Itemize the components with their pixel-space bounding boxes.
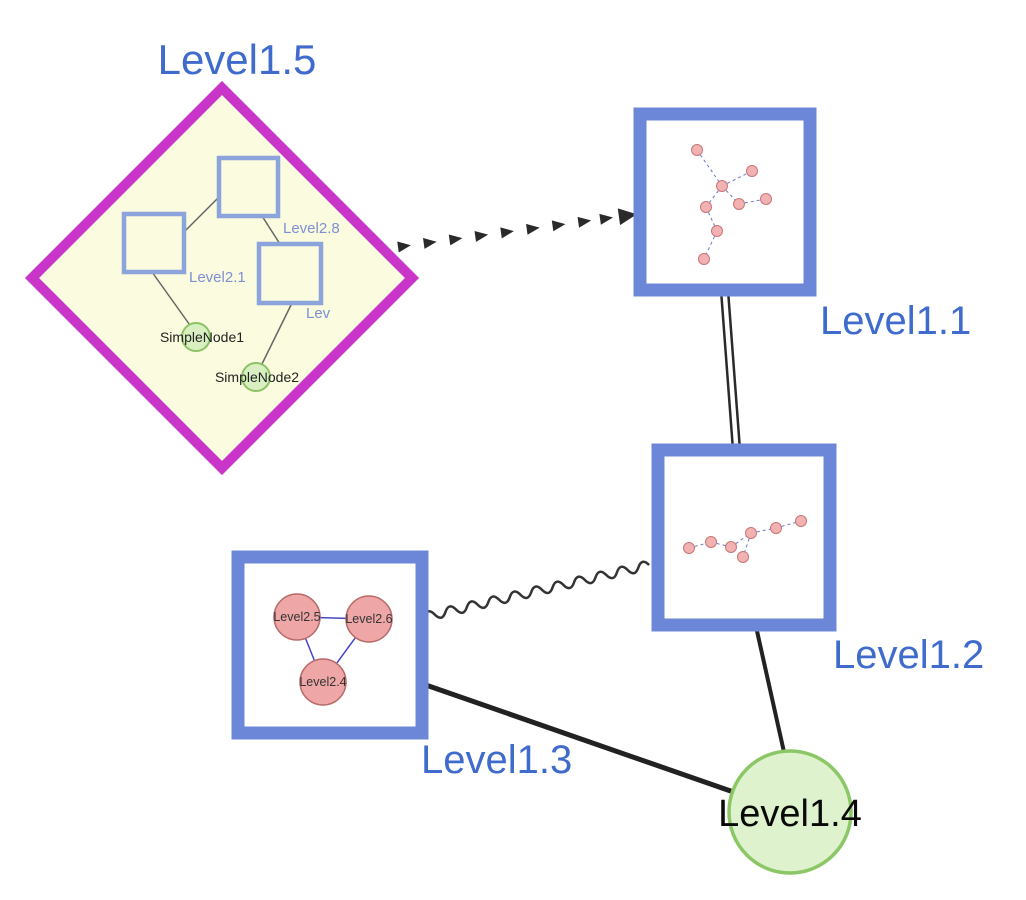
graph-node[interactable] (716, 180, 728, 192)
inner-edge[interactable] (151, 271, 193, 329)
node-level2-6[interactable] (345, 595, 393, 643)
group-node-level1-2[interactable] (651, 443, 837, 632)
graph-node[interactable] (737, 551, 749, 563)
node-level2-4[interactable] (299, 658, 347, 706)
circle-shape[interactable] (727, 749, 853, 875)
label-level2-8: Level2.8 (283, 220, 340, 237)
label-level1-2: Level1.2 (833, 633, 984, 677)
label-level1-4: Level1.4 (718, 793, 862, 835)
node-simplenode2[interactable] (241, 362, 271, 392)
node-level2-5[interactable] (273, 593, 321, 641)
edge-line (719, 289, 735, 451)
arrow-dash-icon (474, 230, 489, 242)
label-level1-5: Level1.5 (158, 36, 317, 83)
edge-level1-3-to-level1-4[interactable] (422, 681, 746, 799)
graph-node[interactable] (725, 541, 737, 553)
inner-edge[interactable] (261, 215, 281, 245)
graph-edge[interactable] (705, 206, 718, 232)
arrow-dash-icon (397, 241, 411, 253)
label-level2-5: Level2.5 (273, 610, 320, 624)
edge-level1-5-to-level1-1[interactable] (397, 206, 638, 256)
inner-edge[interactable] (259, 302, 293, 369)
group-border[interactable] (231, 550, 429, 740)
edge-line (726, 289, 742, 451)
arrow-dash-icon (551, 220, 566, 232)
graph-node[interactable] (760, 193, 772, 205)
node-level1-4[interactable]: Level1.4 (718, 749, 862, 875)
subgraph-level1-1 (691, 144, 772, 265)
graph-node[interactable] (705, 536, 717, 548)
arrow-dash-icon (423, 238, 437, 249)
arrowhead-icon (617, 208, 637, 226)
graph-edge[interactable] (738, 198, 767, 205)
label-level1-1: Level1.1 (820, 299, 971, 343)
group-node-level1-3[interactable]: Level2.5 Level2.6 Level2.4 (231, 550, 429, 740)
edge-level1-1-to-level1-2[interactable] (719, 289, 742, 451)
group-border[interactable] (633, 107, 817, 297)
label-simplenode2: SimpleNode2 (215, 369, 299, 385)
group-node-level2-8[interactable] (216, 155, 281, 219)
label-level2-6: Level2.6 (345, 612, 392, 626)
arrow-dash-icon (599, 213, 613, 225)
group-border[interactable] (651, 443, 837, 632)
diamond-shape[interactable] (24, 80, 420, 476)
graph-edge[interactable] (750, 527, 777, 534)
inner-edge[interactable] (183, 195, 221, 233)
edge-level1-2-to-level1-4[interactable] (753, 621, 790, 771)
graph-edge[interactable] (696, 149, 723, 187)
graph-node[interactable] (770, 522, 782, 534)
graph-edge[interactable] (705, 185, 723, 208)
edge-level1-3-to-level1-2[interactable] (422, 560, 650, 622)
graph-node[interactable] (795, 515, 807, 527)
label-level1-3: Level1.3 (421, 738, 572, 782)
label-lev: Lev (306, 305, 331, 322)
graph-edge[interactable] (775, 520, 802, 529)
graph-node[interactable] (698, 253, 710, 265)
arrow-dash-icon (448, 234, 463, 246)
graph-edge[interactable] (742, 532, 752, 558)
group-node-level1-1[interactable] (633, 107, 817, 297)
node-simplenode1[interactable] (181, 322, 211, 352)
graph-node[interactable] (746, 165, 758, 177)
label-level2-1: Level2.1 (189, 269, 246, 286)
arrow-dash-icon (526, 223, 540, 235)
label-level2-4: Level2.4 (299, 675, 346, 689)
subgraph-level1-3: Level2.5 Level2.6 Level2.4 (273, 593, 393, 706)
graph-node[interactable] (745, 527, 757, 539)
subgraph-level1-2 (683, 515, 807, 563)
graph-node[interactable] (711, 225, 723, 237)
graph-node[interactable] (683, 542, 695, 554)
graph-node[interactable] (733, 198, 745, 210)
arrow-dash-icon (577, 216, 592, 228)
group-node-level2-1[interactable] (121, 211, 187, 275)
graph-node[interactable] (700, 201, 712, 213)
wavy-edge-path[interactable] (422, 560, 650, 622)
label-simplenode1: SimpleNode1 (160, 329, 244, 345)
group-node-lev[interactable] (256, 241, 324, 306)
graph-node[interactable] (691, 144, 703, 156)
arrow-dash-icon (500, 227, 514, 239)
group-node-level1-5[interactable]: Level2.8 Level2.1 Lev SimpleNode1 Simple… (24, 80, 420, 476)
